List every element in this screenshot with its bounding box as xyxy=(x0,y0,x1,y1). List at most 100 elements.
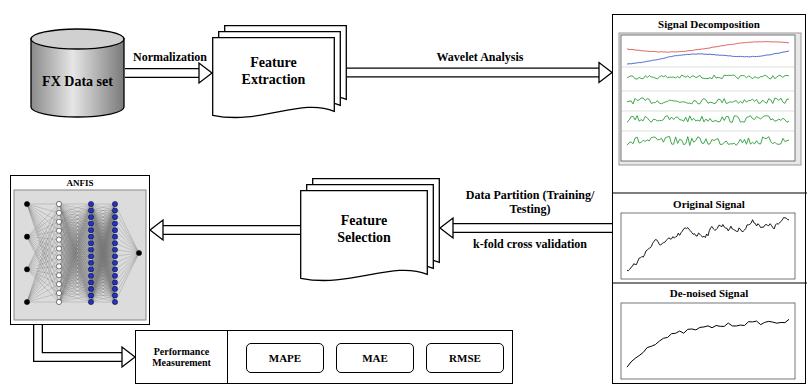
network-link xyxy=(59,237,91,293)
arrow-label: Data Partition (Training/ Testing) xyxy=(455,188,605,217)
network-link xyxy=(59,224,91,293)
network-link xyxy=(59,211,91,276)
network-link xyxy=(59,204,91,302)
network-link xyxy=(91,282,115,302)
network-link xyxy=(27,204,59,266)
network-neuron xyxy=(112,280,117,285)
network-link xyxy=(27,204,59,257)
band-divider xyxy=(621,131,795,132)
document-stack: Feature Extraction xyxy=(212,25,347,120)
network-neuron xyxy=(112,254,117,259)
network-link xyxy=(59,204,91,302)
network-neuron xyxy=(24,267,29,272)
network-link xyxy=(59,276,91,302)
network-link xyxy=(27,266,59,302)
signal-panel: Signal DecompositionOriginal SignalDe-no… xyxy=(612,14,806,384)
note-label: k-fold cross validation xyxy=(445,237,615,251)
network-link xyxy=(115,243,139,253)
network-neuron xyxy=(56,228,61,233)
network-link xyxy=(91,263,115,302)
arrow-head xyxy=(122,347,135,367)
network-link xyxy=(27,240,59,270)
network-link xyxy=(115,250,139,253)
network-link xyxy=(59,204,91,213)
network-link xyxy=(27,240,59,302)
network-neuron xyxy=(56,273,61,278)
network-link xyxy=(91,295,115,302)
network-neuron xyxy=(88,228,93,233)
network-neuron xyxy=(88,201,93,206)
network-link xyxy=(91,211,115,302)
network-link xyxy=(27,204,59,269)
network-link xyxy=(115,253,139,289)
arrow-head xyxy=(599,63,612,83)
network-neuron xyxy=(88,247,93,252)
network-neuron xyxy=(112,234,117,239)
arrow-shaft-fill xyxy=(125,69,199,76)
network-neuron xyxy=(24,299,29,304)
network-neuron xyxy=(112,228,117,233)
network-neuron xyxy=(112,260,117,265)
network-neuron xyxy=(56,246,61,251)
network-neuron xyxy=(88,286,93,291)
arrow-head xyxy=(199,63,212,83)
network-neuron xyxy=(88,299,93,304)
network-neuron xyxy=(24,201,29,206)
network-neuron xyxy=(112,221,117,226)
node-label: Performance Measurement xyxy=(136,331,228,383)
plot-title: Original Signal xyxy=(613,198,805,211)
network-link xyxy=(91,302,115,303)
document-stack: Feature Selection xyxy=(300,178,440,283)
network-link xyxy=(91,224,115,302)
metric-box: RMSE xyxy=(426,343,504,373)
network-link xyxy=(91,204,115,205)
network-link xyxy=(27,231,59,302)
network-link xyxy=(59,217,91,302)
network-link xyxy=(115,211,139,253)
network-neuron xyxy=(88,234,93,239)
network-link xyxy=(27,266,59,269)
denoised-signal xyxy=(627,319,789,367)
node-label: Feature Selection xyxy=(319,213,409,245)
arrow-head xyxy=(150,220,163,240)
decomposition-plot xyxy=(621,35,795,161)
original-plot xyxy=(621,213,795,279)
network-link xyxy=(59,240,91,302)
network-link xyxy=(27,222,59,302)
network-neuron xyxy=(112,273,117,278)
network-neuron xyxy=(88,241,93,246)
network-link xyxy=(91,204,115,211)
network-link xyxy=(115,253,139,276)
network-link xyxy=(27,237,59,302)
network-link xyxy=(27,231,59,270)
network-link xyxy=(27,237,59,293)
network-link xyxy=(27,213,59,302)
network-link xyxy=(91,204,115,282)
network-link xyxy=(27,204,59,302)
cylinder-body xyxy=(31,38,124,117)
band-divider xyxy=(621,91,795,92)
network-neuron xyxy=(112,293,117,298)
network-link xyxy=(59,204,91,284)
network-link xyxy=(59,295,91,302)
network-link xyxy=(59,213,91,296)
network-link xyxy=(27,302,59,303)
network-link xyxy=(59,237,91,302)
network-link xyxy=(27,213,59,237)
node-label: FX Data set xyxy=(42,74,113,90)
network-neuron xyxy=(24,234,29,239)
network-link xyxy=(59,302,91,303)
network-neuron xyxy=(112,214,117,219)
network-link xyxy=(59,250,91,302)
network-neuron xyxy=(112,201,117,206)
network-link xyxy=(27,257,59,269)
node-label: MAPE xyxy=(269,352,301,365)
network-link xyxy=(91,250,115,302)
network-neuron xyxy=(112,299,117,304)
network-link xyxy=(115,224,139,253)
network-link xyxy=(59,211,91,302)
network-neuron xyxy=(88,293,93,298)
document-sheet xyxy=(301,191,428,281)
section-divider xyxy=(613,192,807,193)
plot-shadow xyxy=(619,33,801,165)
